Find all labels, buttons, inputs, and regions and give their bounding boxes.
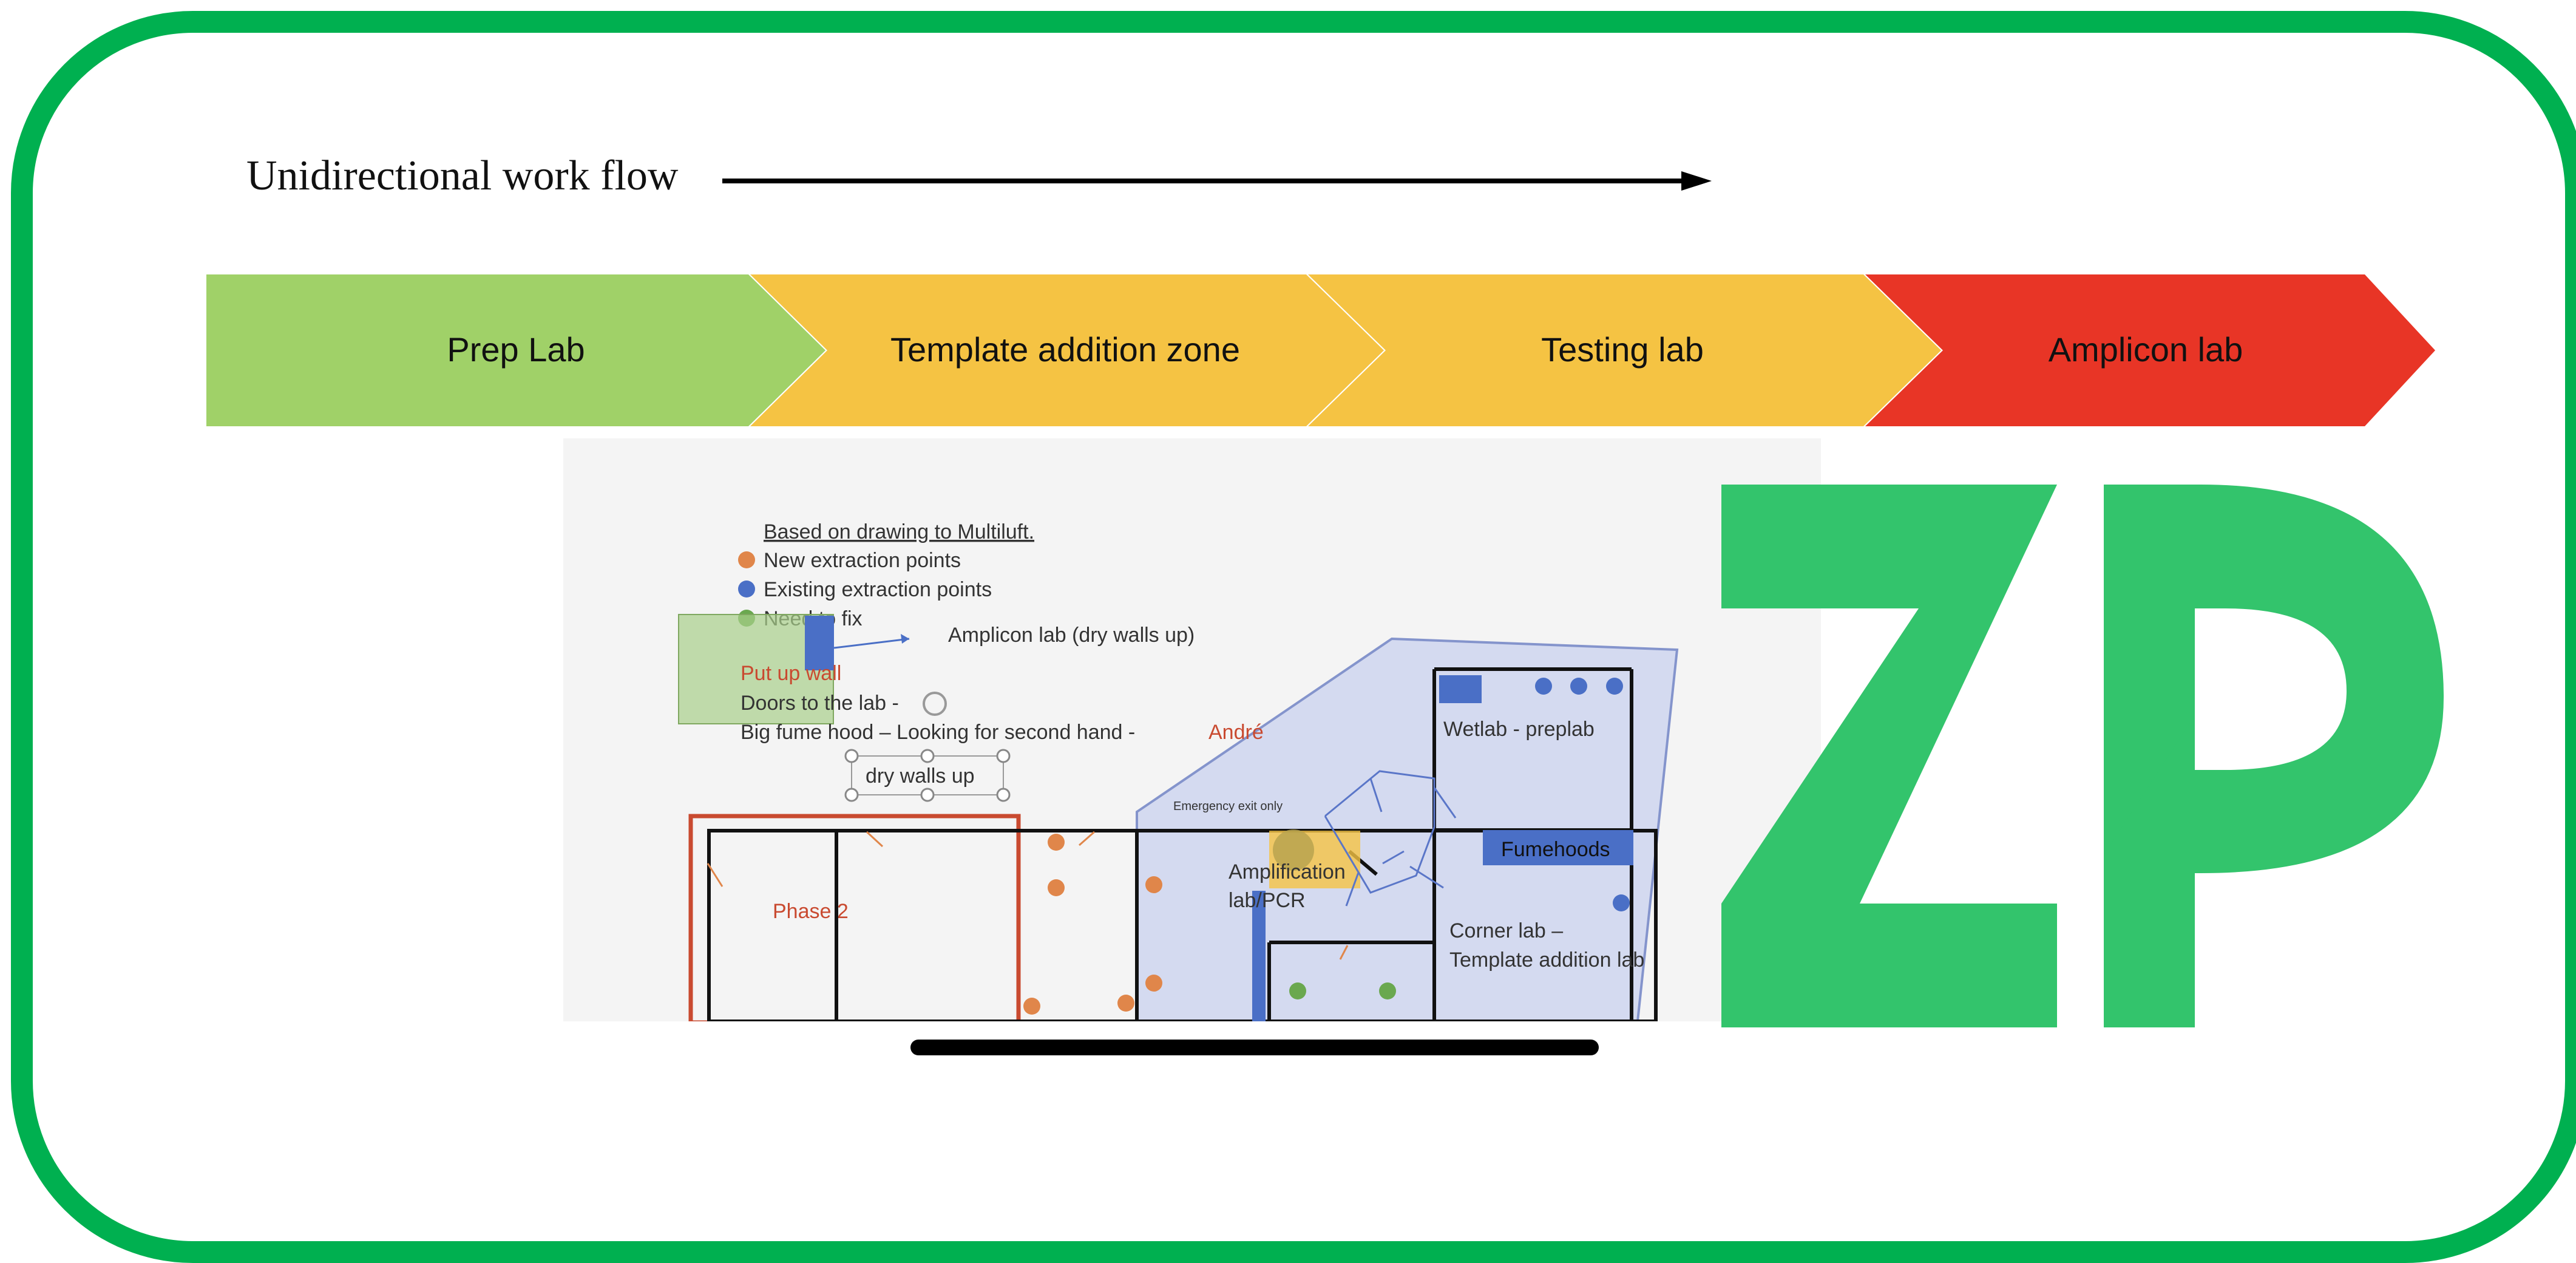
plan-legend-title: Based on drawing to Multiluft. bbox=[764, 520, 1034, 543]
amplicon-note: Amplicon lab (dry walls up) bbox=[948, 624, 1195, 647]
amplification-label-1: Amplification bbox=[1229, 860, 1346, 883]
corner-lab-label-2: Template addition lab bbox=[1449, 948, 1644, 972]
fumehoods-box bbox=[1483, 830, 1633, 865]
corner-lab-label-1: Corner lab – bbox=[1449, 919, 1563, 942]
put-up-wall: Put up wall bbox=[741, 662, 841, 685]
stage-amplicon-lab bbox=[1865, 274, 2435, 426]
stage-label-amplicon: Amplicon lab bbox=[2049, 330, 2243, 369]
doors-note: Doors to the lab - bbox=[741, 692, 899, 715]
wetlab-label: Wetlab - preplab bbox=[1443, 718, 1595, 741]
floor-plan: Based on drawing to Multiluft. New extra… bbox=[563, 438, 1821, 1021]
existing-point-icon bbox=[738, 580, 755, 597]
stage-label-testing: Testing lab bbox=[1541, 330, 1704, 369]
fumehoods-label: Fumehoods bbox=[1501, 838, 1610, 861]
wetlab-bench bbox=[1439, 675, 1482, 703]
fume-hood-note: Big fume hood – Looking for second hand … bbox=[741, 721, 1135, 744]
workflow-label: Unidirectional work flow bbox=[246, 152, 679, 199]
zp-logo bbox=[1721, 485, 2444, 1027]
workflow-arrow bbox=[722, 171, 1712, 191]
stage-label-prep: Prep Lab bbox=[447, 330, 585, 369]
logo-z bbox=[1721, 485, 2057, 1027]
new-point-icon bbox=[738, 551, 755, 568]
dry-walls-label: dry walls up bbox=[866, 764, 975, 788]
phase2-boundary bbox=[688, 814, 1021, 1021]
stage-label-template: Template addition zone bbox=[890, 330, 1240, 369]
amplification-label-2: lab/PCR bbox=[1229, 889, 1306, 912]
legend-new: New extraction points bbox=[764, 549, 961, 572]
blue-wall bbox=[1252, 891, 1266, 1021]
blue-marker bbox=[805, 616, 834, 670]
emergency-exit: Emergency exit only bbox=[1173, 800, 1283, 813]
andre-name: André bbox=[1208, 721, 1264, 744]
stage-testing-lab bbox=[1308, 274, 1941, 426]
workflow-stages: Prep Lab Template addition zone Testing … bbox=[206, 274, 2435, 426]
home-indicator[interactable] bbox=[910, 1040, 1599, 1055]
stage-template-addition bbox=[750, 274, 1384, 426]
stage-prep-lab bbox=[206, 274, 825, 426]
legend-existing: Existing extraction points bbox=[764, 578, 992, 601]
rotate-icon bbox=[923, 692, 947, 716]
